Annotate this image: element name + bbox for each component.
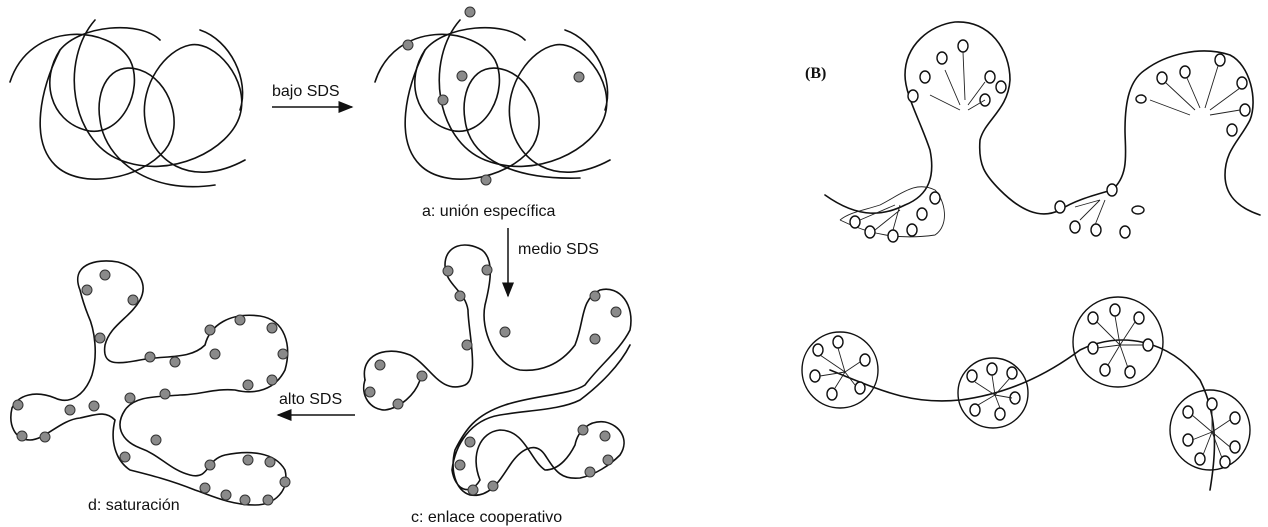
necklace-model-bottom <box>802 297 1250 490</box>
sds-bead <box>455 291 465 301</box>
sds-bead <box>465 7 475 17</box>
polymer-cooperative-binding <box>364 245 631 495</box>
sds-bead <box>590 291 600 301</box>
sds-bead <box>482 265 492 275</box>
sds-bead <box>417 371 427 381</box>
sds-bead <box>235 315 245 325</box>
sds-bead <box>265 457 275 467</box>
sds-bead <box>205 460 215 470</box>
sds-bead <box>574 72 584 82</box>
label-medium-sds: medio SDS <box>518 241 599 258</box>
sds-bead <box>488 481 498 491</box>
sds-bead <box>243 380 253 390</box>
sds-bead <box>100 270 110 280</box>
sds-bead <box>17 431 27 441</box>
sds-bead <box>120 452 130 462</box>
sds-bead <box>89 401 99 411</box>
sds-bead <box>40 432 50 442</box>
sds-bead <box>267 375 277 385</box>
sds-bead <box>128 295 138 305</box>
sds-bead <box>468 485 478 495</box>
free-polymer-coil <box>10 20 245 187</box>
sds-bead <box>603 455 613 465</box>
sds-bead <box>267 323 277 333</box>
label-d-saturation: d: saturación <box>88 497 180 514</box>
sds-bead <box>13 400 23 410</box>
sds-bead <box>403 40 413 50</box>
sds-bead <box>205 325 215 335</box>
sds-bead <box>145 352 155 362</box>
sds-bead <box>65 405 75 415</box>
sds-bead <box>590 334 600 344</box>
sds-bead <box>462 340 472 350</box>
label-high-sds: alto SDS <box>279 391 342 408</box>
sds-bead <box>240 495 250 505</box>
sds-bead <box>280 477 290 487</box>
sds-bead <box>481 175 491 185</box>
sds-bead <box>278 349 288 359</box>
panel-b-label: (B) <box>805 65 826 82</box>
sds-bead <box>500 327 510 337</box>
sds-bead <box>125 393 135 403</box>
sds-bead <box>243 455 253 465</box>
label-low-sds: bajo SDS <box>272 83 340 100</box>
label-a-specific-binding: a: unión específica <box>422 203 556 220</box>
sds-bead <box>600 431 610 441</box>
sds-bead <box>210 349 220 359</box>
necklace-model-top <box>825 22 1260 242</box>
sds-bead <box>465 437 475 447</box>
sds-bead <box>375 360 385 370</box>
sds-bead <box>263 495 273 505</box>
sds-bead <box>365 387 375 397</box>
sds-bead <box>151 435 161 445</box>
sds-bead <box>170 357 180 367</box>
sds-bead <box>438 95 448 105</box>
sds-bead <box>455 460 465 470</box>
polymer-specific-binding <box>375 7 610 185</box>
sds-bead <box>443 266 453 276</box>
sds-bead <box>200 483 210 493</box>
sds-bead <box>82 285 92 295</box>
label-c-cooperative: c: enlace cooperativo <box>411 509 562 526</box>
sds-bead <box>578 425 588 435</box>
sds-bead <box>95 333 105 343</box>
sds-bead <box>221 490 231 500</box>
polymer-saturation <box>11 261 290 505</box>
sds-bead <box>611 307 621 317</box>
sds-bead <box>585 467 595 477</box>
sds-bead <box>457 71 467 81</box>
sds-bead <box>393 399 403 409</box>
sds-bead <box>160 389 170 399</box>
